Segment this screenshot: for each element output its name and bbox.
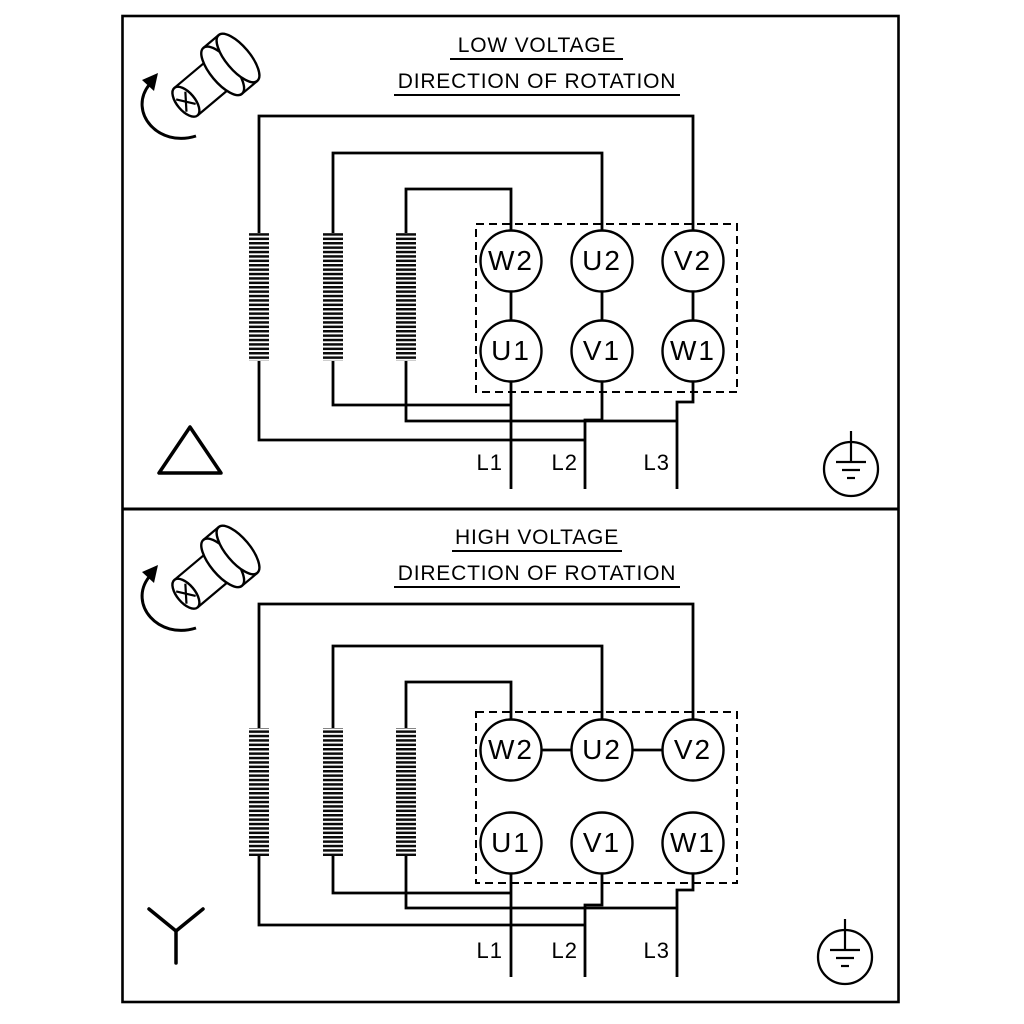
supply-line-label-l3: L3	[644, 938, 670, 963]
terminal-label: U1	[491, 335, 531, 366]
winding-coil	[323, 233, 343, 361]
terminal-label: V2	[674, 245, 712, 276]
terminal-label: W2	[488, 734, 534, 765]
wire	[404, 361, 677, 423]
wire	[257, 114, 695, 233]
winding-coil	[249, 233, 269, 361]
terminal-v1: V1	[570, 319, 634, 383]
wiring-lines	[257, 602, 695, 977]
terminal-label: W1	[670, 827, 716, 858]
wire-l3	[675, 873, 695, 977]
terminal-label: V2	[674, 734, 712, 765]
winding-coil	[323, 728, 343, 856]
terminal-circle	[570, 718, 634, 782]
star-arm	[174, 907, 205, 933]
delta-symbol	[157, 425, 223, 475]
wire	[257, 361, 585, 442]
supply-line-label-l2: L2	[552, 938, 578, 963]
panel-low-voltage: LOW VOLTAGE DIRECTION OF ROTATION	[140, 25, 880, 498]
wire	[331, 644, 604, 728]
winding-coil	[396, 233, 416, 361]
supply-line-label-l3: L3	[644, 450, 670, 475]
wire	[331, 361, 511, 407]
wire-l2	[583, 381, 604, 489]
star-symbol	[147, 907, 205, 965]
terminal-circle	[661, 811, 725, 875]
terminal-block: W2 U2 V2 U1 V1 W1	[475, 711, 738, 884]
terminal-block: W2 U2 V2 U1 V1 W1	[475, 223, 738, 393]
terminal-label: W1	[670, 335, 716, 366]
supply-line-label-l2: L2	[552, 450, 578, 475]
winding-coil	[249, 728, 269, 856]
wire-l2	[583, 873, 604, 977]
terminal-v2: V2	[661, 718, 725, 782]
terminal-w1: W1	[661, 811, 725, 875]
terminal-circle	[661, 718, 725, 782]
terminal-w2: W2	[479, 718, 543, 782]
terminal-circle	[479, 811, 543, 875]
earth-ground-icon	[816, 917, 874, 986]
wire	[257, 602, 695, 728]
panel-high-voltage: HIGH VOLTAGE DIRECTION OF ROTATION	[140, 517, 874, 986]
wire	[404, 856, 677, 910]
supply-line-label-l1: L1	[477, 450, 503, 475]
stator-windings	[249, 728, 416, 856]
wire	[331, 151, 604, 233]
star-arm	[147, 907, 178, 933]
panel-subtitle: DIRECTION OF ROTATION	[398, 70, 677, 93]
terminal-v2: V2	[661, 229, 725, 293]
rotation-shaft-icon	[140, 517, 268, 632]
wire	[404, 680, 513, 728]
terminal-circle	[479, 718, 543, 782]
supply-line-label-l1: L1	[477, 938, 503, 963]
stator-windings	[249, 233, 416, 361]
winding-coil	[396, 728, 416, 856]
terminal-u1: U1	[479, 319, 543, 383]
panel-title: HIGH VOLTAGE	[455, 526, 619, 549]
terminal-label: W2	[488, 245, 534, 276]
rotation-shaft-icon	[140, 25, 268, 140]
terminal-u2: U2	[570, 229, 634, 293]
terminal-block-outline	[475, 711, 738, 884]
terminal-u2: U2	[570, 718, 634, 782]
panel-title: LOW VOLTAGE	[458, 34, 617, 57]
terminal-circle	[570, 229, 634, 293]
earth-ground-icon	[822, 429, 880, 498]
terminal-circle	[661, 319, 725, 383]
terminal-label: U2	[582, 734, 622, 765]
terminal-u1: U1	[479, 811, 543, 875]
wiring-lines	[257, 114, 695, 489]
terminal-label: V1	[583, 827, 621, 858]
terminal-label: U1	[491, 827, 531, 858]
terminal-block-outline	[475, 223, 738, 393]
terminal-v1: V1	[570, 811, 634, 875]
terminal-circle	[661, 229, 725, 293]
terminal-circle	[570, 811, 634, 875]
wire	[257, 856, 585, 927]
terminal-w1: W1	[661, 319, 725, 383]
terminal-circle	[570, 319, 634, 383]
terminal-w2: W2	[479, 229, 543, 293]
terminal-circle	[479, 319, 543, 383]
panel-subtitle: DIRECTION OF ROTATION	[398, 562, 677, 585]
terminal-label: V1	[583, 335, 621, 366]
wire	[404, 187, 513, 233]
wire	[331, 856, 511, 895]
terminal-circle	[479, 229, 543, 293]
terminal-label: U2	[582, 245, 622, 276]
wire-l3	[675, 381, 695, 489]
